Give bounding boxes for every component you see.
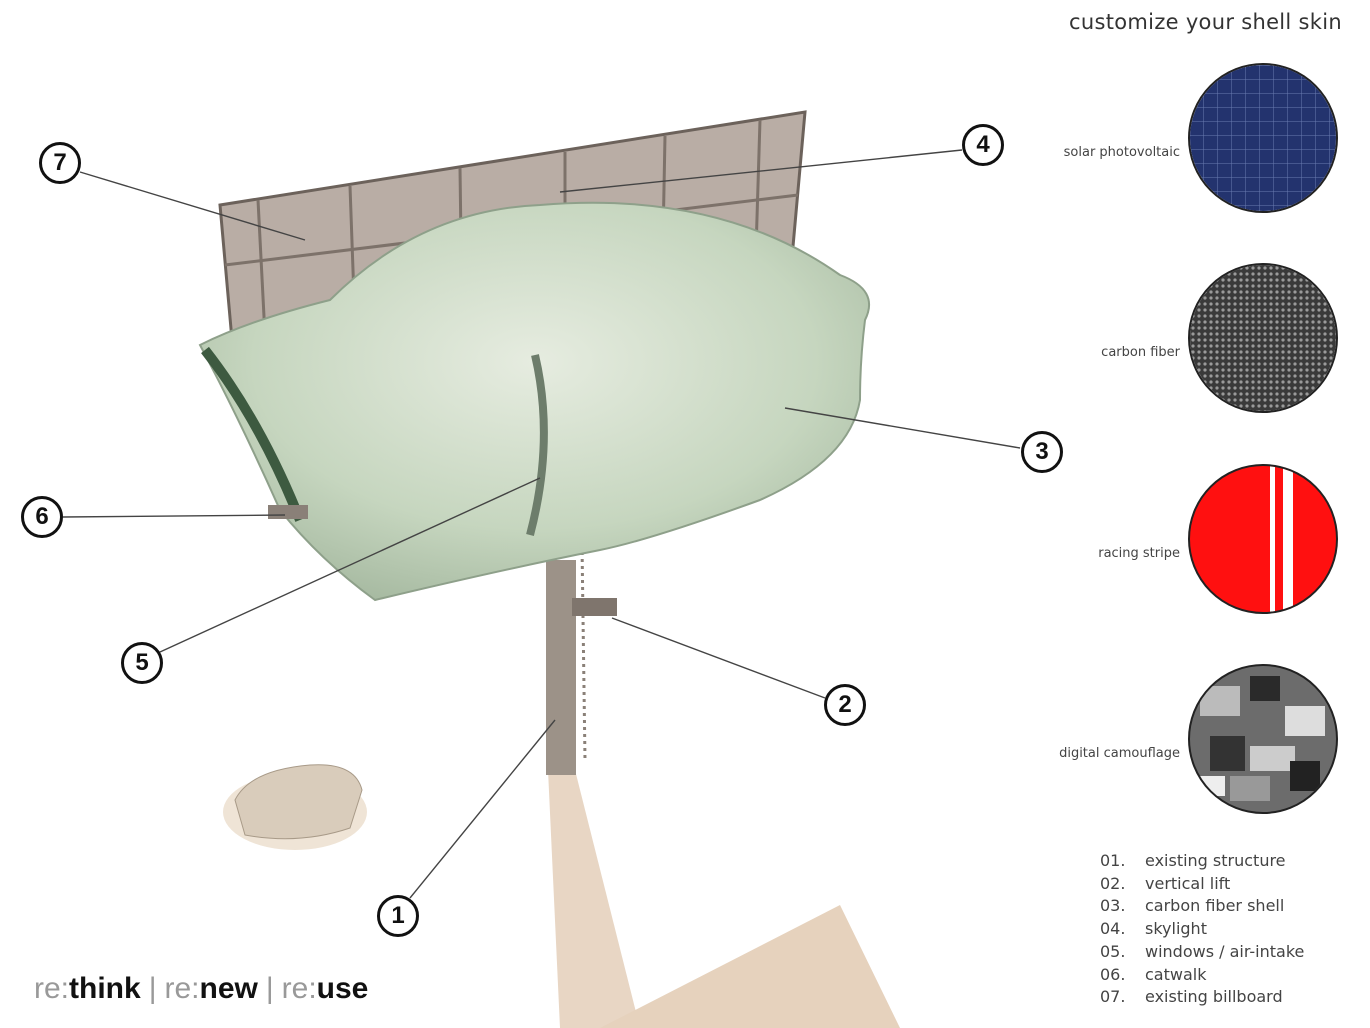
legend-item: 01.existing structure bbox=[1100, 851, 1286, 870]
callout-7: 7 bbox=[39, 142, 81, 184]
billboard-shadow bbox=[600, 905, 900, 1028]
lift-platform bbox=[572, 598, 617, 616]
skin-label-carbon: carbon fiber bbox=[1101, 345, 1180, 360]
ground-shadow bbox=[548, 770, 640, 1028]
skin-label-solar: solar photovoltaic bbox=[1063, 145, 1180, 160]
skin-swatch-racing[interactable] bbox=[1188, 464, 1338, 614]
callout-2: 2 bbox=[824, 684, 866, 726]
legend-item: 04.skylight bbox=[1100, 919, 1207, 939]
legend-item: 02.vertical lift bbox=[1100, 873, 1231, 893]
car bbox=[223, 764, 367, 850]
skin-title: customize your shell skin bbox=[1069, 10, 1342, 34]
callout-4: 4 bbox=[962, 124, 1004, 166]
shell-front-opening bbox=[201, 346, 305, 522]
pole bbox=[546, 560, 576, 775]
callout-1: 1 bbox=[377, 895, 419, 937]
legend-item: 05.windows / air-intake bbox=[1100, 941, 1305, 961]
carbon-fiber-shell bbox=[198, 201, 870, 602]
component-legend: 01.existing structure 02.vertical lift 0… bbox=[1100, 850, 1304, 1009]
legend-item: 03.carbon fiber shell bbox=[1100, 896, 1285, 916]
catwalk bbox=[268, 505, 308, 519]
callout-6: 6 bbox=[21, 496, 63, 538]
callout-5: 5 bbox=[121, 642, 163, 684]
skin-swatch-solar[interactable] bbox=[1188, 63, 1338, 213]
callout-3: 3 bbox=[1021, 431, 1063, 473]
tagline: re:think|re:new|re:use bbox=[34, 972, 369, 1005]
skin-swatch-carbon[interactable] bbox=[1188, 263, 1338, 413]
skin-swatch-camo[interactable] bbox=[1188, 664, 1338, 814]
legend-item: 06.catwalk bbox=[1100, 964, 1207, 984]
leader-lines bbox=[62, 149, 1021, 899]
skin-label-racing: racing stripe bbox=[1098, 546, 1180, 561]
window-intake bbox=[526, 354, 548, 537]
legend-item: 07.existing billboard bbox=[1100, 987, 1283, 1007]
skin-label-camo: digital camouflage bbox=[1059, 746, 1180, 761]
